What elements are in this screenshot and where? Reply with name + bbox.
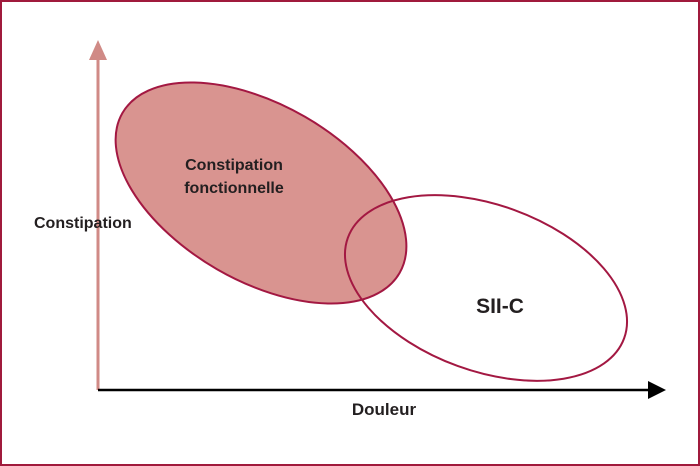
x-axis-label: Douleur (352, 400, 417, 419)
x-axis-arrowhead (648, 381, 666, 399)
functional-constipation-label-line1: Constipation (185, 157, 283, 174)
y-axis-arrowhead (89, 40, 107, 60)
y-axis-label: Constipation (34, 215, 132, 232)
functional-constipation-ellipse (114, 81, 408, 305)
functional-constipation-label-line2: fonctionnelle (184, 180, 284, 197)
ibs-c-ellipse (343, 194, 629, 382)
ibs-c-label: SII-C (476, 295, 524, 318)
